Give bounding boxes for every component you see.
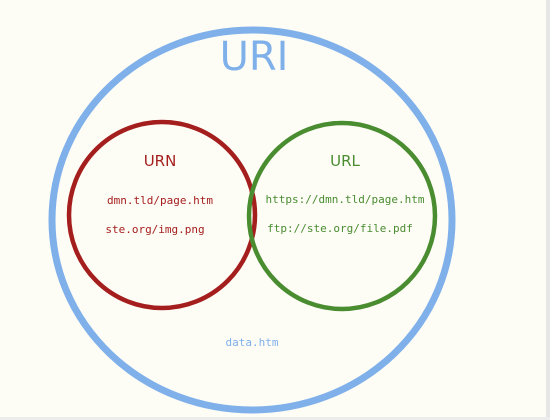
urn-circle (66, 119, 258, 311)
urn-item: dmn.tld/page.htm (107, 194, 213, 207)
page-edge-bottom (0, 417, 550, 420)
url-circle (246, 120, 438, 312)
url-item: ftp://ste.org/file.pdf (267, 222, 413, 235)
urn-item: ste.org/img.png (105, 223, 204, 236)
uri-circle (48, 26, 456, 414)
url-item: https://dmn.tld/page.htm (266, 193, 425, 206)
url-label: URL (330, 152, 360, 170)
uri-item: data.htm (226, 336, 279, 349)
uri-label: URI (220, 34, 289, 80)
urn-label: URN (144, 152, 177, 170)
page-edge-right (546, 0, 550, 420)
